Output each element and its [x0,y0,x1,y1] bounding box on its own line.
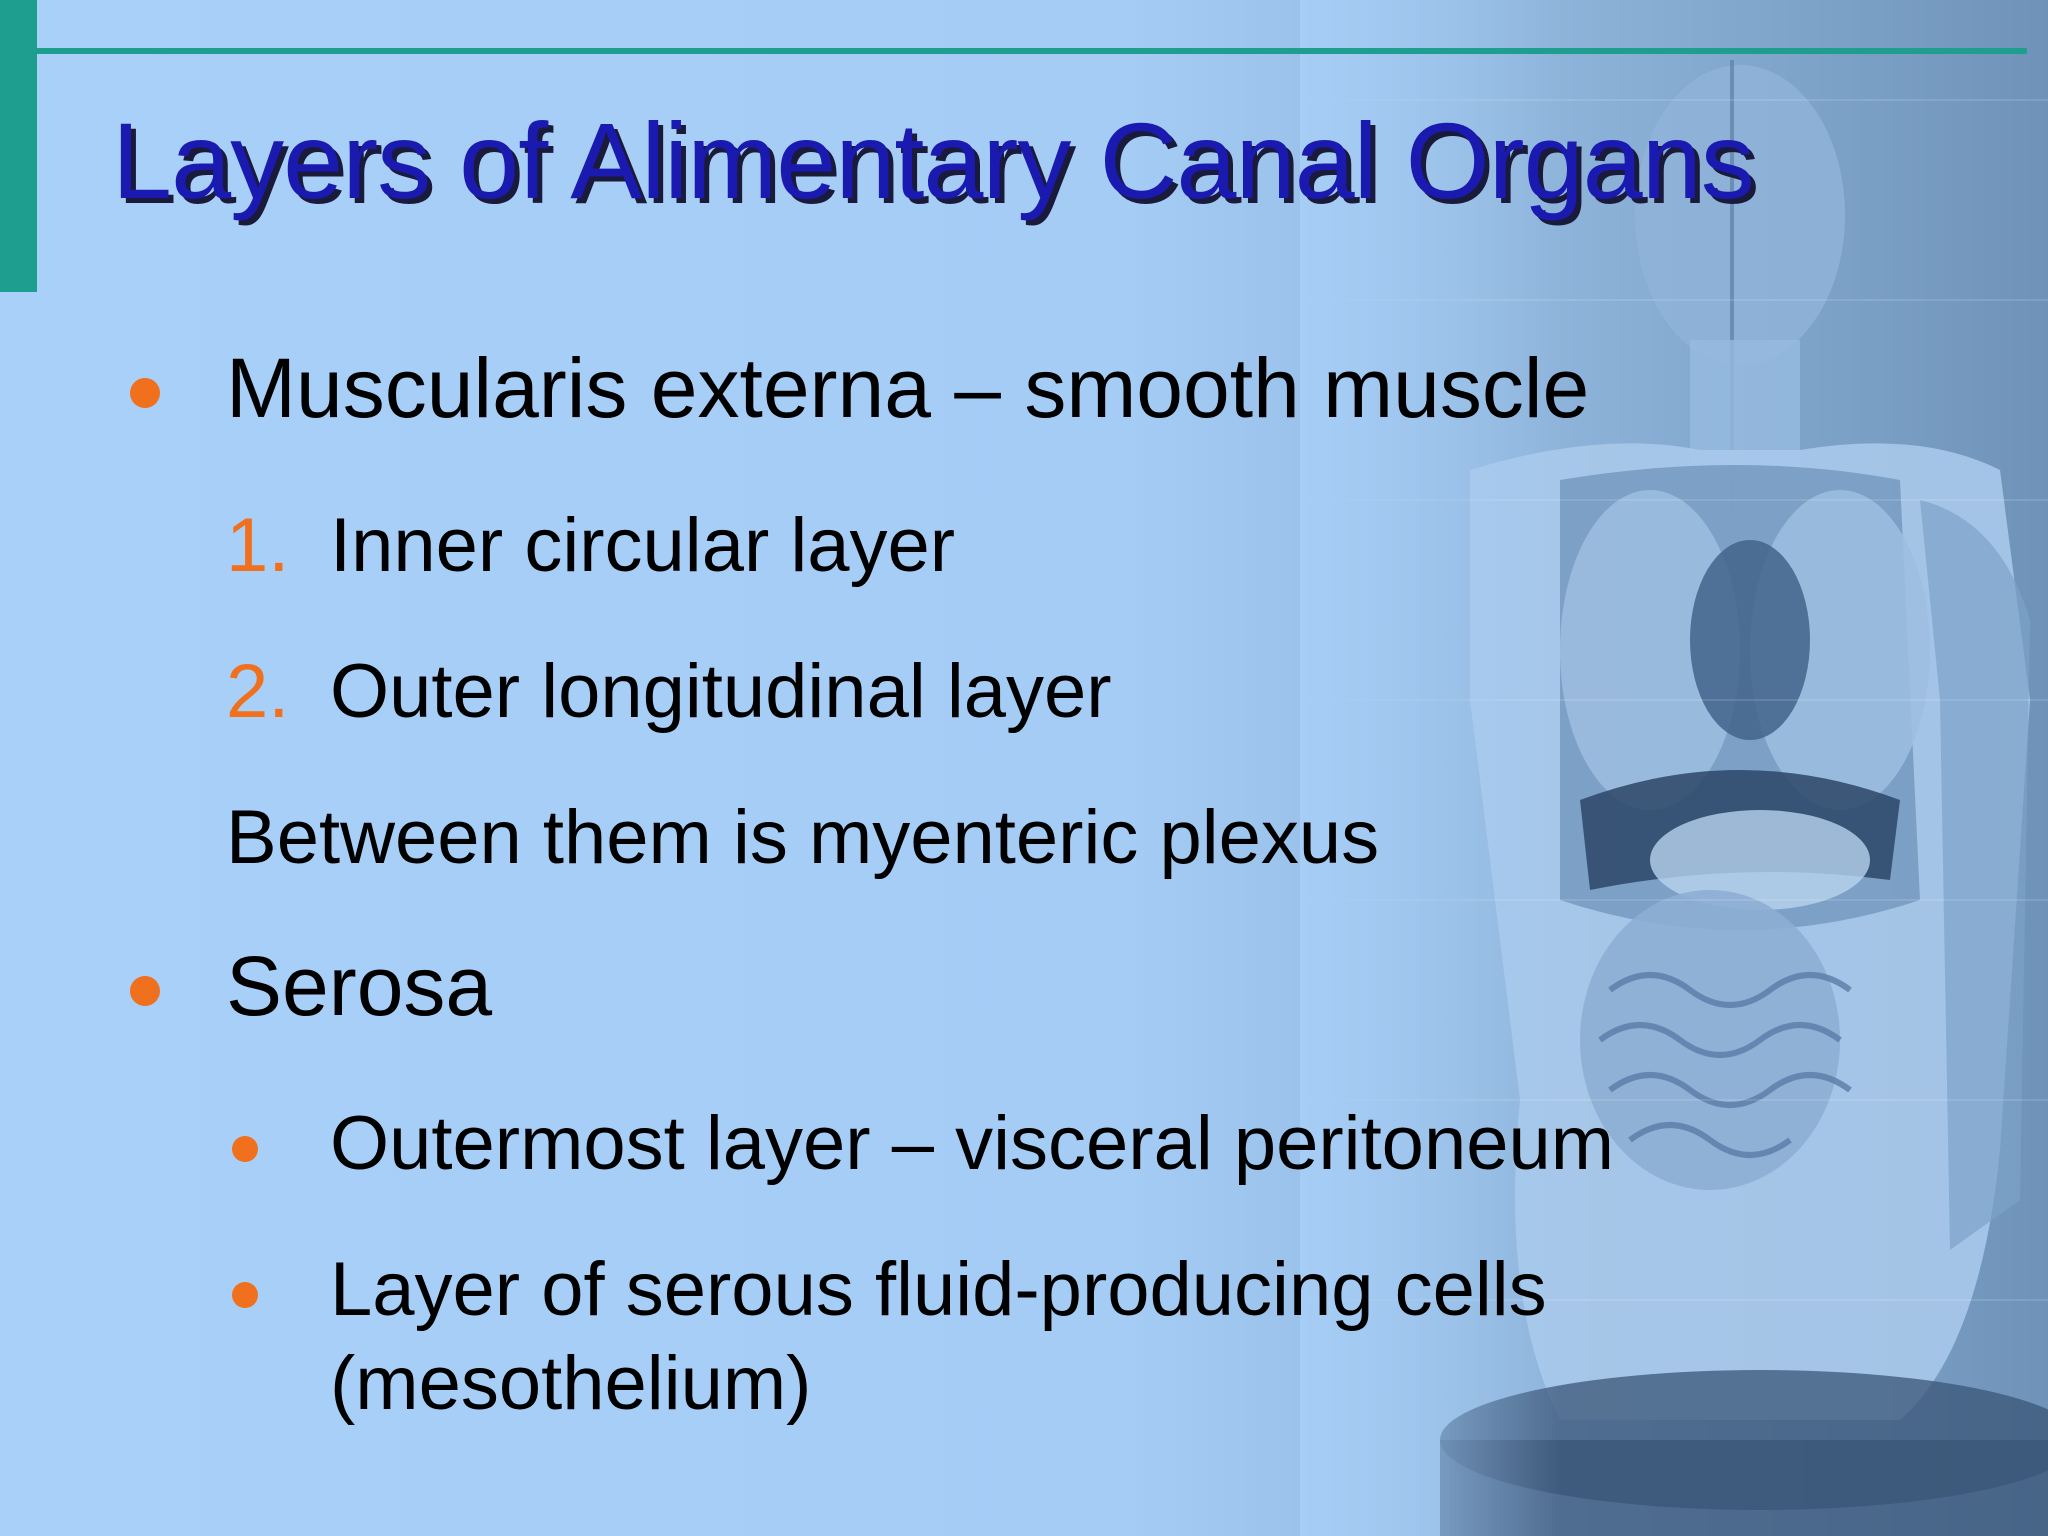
accent-line [37,48,2027,54]
bullet-dot [232,1136,258,1162]
bullet-text: Layer of serous fluid-producing cells [330,1247,1547,1332]
bullet-text: Muscularis externa – smooth muscle [226,341,1590,435]
bullet-dot [130,378,160,408]
list-item-text: Outer longitudinal layer [330,649,1112,734]
slide-title: Layers of Alimentary Canal Organs [112,100,1755,221]
accent-bar [0,0,37,292]
bullet-text-continuation: (mesothelium) [330,1341,812,1426]
body-text: Between them is myenteric plexus [226,795,1380,880]
bullet-text: Outermost layer – visceral peritoneum [330,1101,1615,1186]
bullet-dot [130,976,160,1006]
list-number: 2. [226,649,290,734]
bullet-dot [232,1282,258,1308]
bullet-text: Serosa [226,939,493,1033]
list-number: 1. [226,503,290,588]
list-item-text: Inner circular layer [330,503,956,588]
